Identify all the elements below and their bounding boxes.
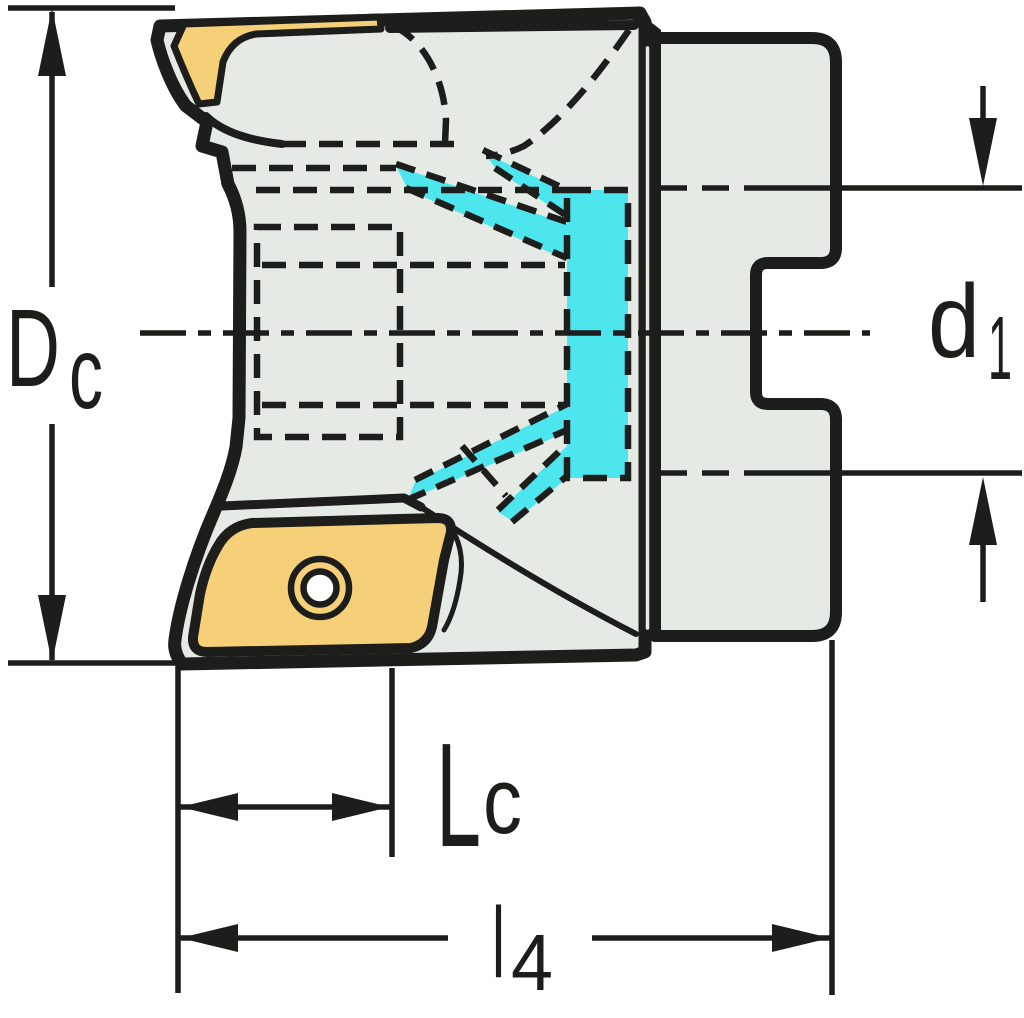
label-dc-main: D	[6, 287, 60, 410]
top-band-inner-edge	[385, 20, 639, 33]
label-lc-main: L	[436, 713, 481, 878]
coolant-channel-upper-b	[396, 166, 567, 260]
dc-arrowhead-up	[38, 8, 66, 76]
label-d1-main: d	[928, 264, 980, 380]
label-lc-sub: c	[483, 748, 522, 853]
dc-arrowhead-down	[38, 595, 66, 663]
label-l4-main: l	[492, 887, 505, 999]
hidden-lines-group	[140, 23, 870, 525]
coolant-channel-lower-b	[498, 446, 567, 522]
pocket-floor-edge	[217, 493, 426, 512]
channel-edge	[413, 401, 569, 483]
coolant-channel-dashed-edges	[394, 147, 570, 525]
d1-arrowhead-up	[969, 477, 997, 545]
hidden-bore-rectangle	[253, 223, 404, 441]
top-insert	[170, 13, 385, 108]
hidden-coolant-band-outline	[563, 186, 632, 482]
seat-edge-behind-insert	[441, 520, 464, 633]
lc-arrowhead-right	[332, 793, 390, 821]
channel-edge	[493, 165, 569, 219]
hub-joint-step	[633, 8, 661, 44]
label-d1-sub: 1	[988, 299, 1012, 399]
screw-hole-counterbore-ring	[287, 555, 353, 621]
label-dc-sub: c	[69, 316, 103, 430]
label-l4-sub: 4	[511, 918, 553, 1007]
channel-edge	[481, 147, 569, 193]
labels-group: D c d 1 L c l 4	[6, 264, 1012, 1007]
channel-edge	[509, 473, 570, 525]
channel-edge	[459, 443, 509, 499]
channel-edge	[495, 441, 570, 513]
arrowheads-group	[38, 8, 997, 952]
coolant-channel-lower-a	[408, 406, 567, 500]
hub-hidden-lines	[660, 185, 745, 476]
hidden-pocket-right-curve	[391, 23, 450, 145]
lc-arrowhead-left	[180, 793, 238, 821]
channel-edge	[404, 185, 569, 261]
l4-arrowhead-left	[180, 924, 238, 952]
screw-hole	[300, 568, 340, 608]
l4-arrowhead-right	[772, 924, 830, 952]
channel-edge	[405, 427, 569, 503]
dimension-group	[8, 5, 1022, 995]
d1-arrowhead-down	[969, 118, 997, 186]
arbor-hub-outline	[649, 32, 842, 642]
pocket-left-edge	[202, 112, 286, 148]
